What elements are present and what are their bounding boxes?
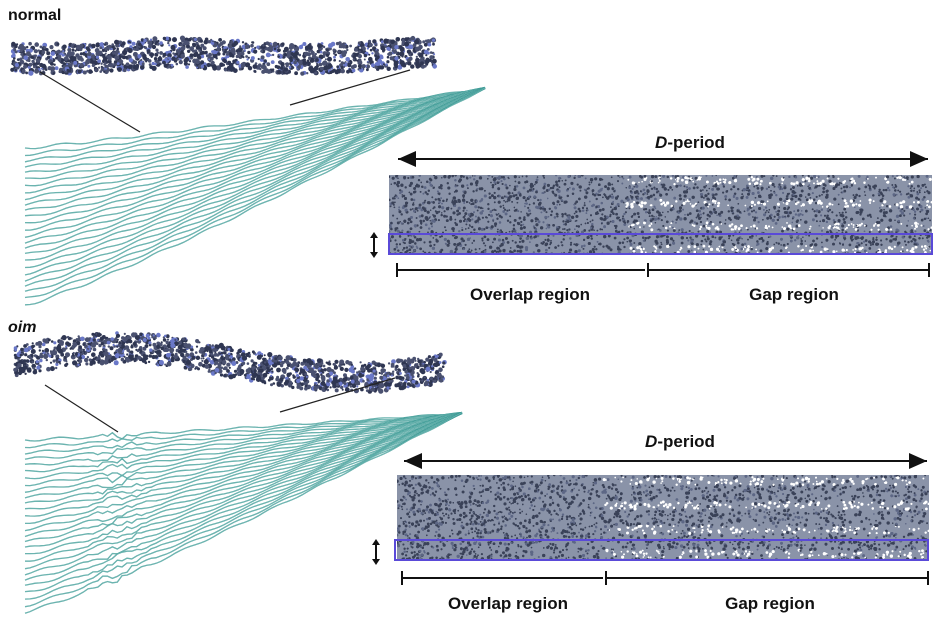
normal-panel: normal D-period Overlap region Gap regio…	[8, 7, 933, 306]
normal-overlap-bracket	[396, 263, 645, 277]
oim-gap-bracket	[605, 571, 929, 585]
oim-molecule-structure	[13, 331, 447, 394]
oim-packing-strip	[397, 475, 929, 560]
normal-height-arrow-icon	[370, 232, 378, 258]
normal-panel-label: normal	[8, 7, 61, 24]
normal-packing-strip	[389, 175, 932, 255]
normal-fibril-bundle	[24, 86, 486, 306]
oim-dperiod-label: D-period	[645, 432, 715, 451]
normal-dperiod-label: D-period	[655, 133, 725, 152]
normal-zoom-line-left	[39, 71, 141, 133]
oim-zoom-line-right	[279, 377, 396, 413]
oim-panel-label: oim	[8, 319, 36, 336]
oim-panel: oim D-period Overlap region Gap region	[8, 319, 929, 614]
normal-gap-label: Gap region	[749, 285, 839, 304]
oim-overlap-label: Overlap region	[448, 594, 568, 613]
normal-highlight-box	[388, 233, 933, 255]
oim-height-arrow-icon	[372, 539, 380, 565]
normal-overlap-label: Overlap region	[470, 285, 590, 304]
normal-gap-bracket	[647, 263, 930, 277]
oim-fibril-bundle	[24, 411, 463, 614]
normal-zoom-line-right	[289, 69, 411, 106]
oim-zoom-line-left	[44, 384, 119, 433]
oim-highlight-box	[394, 539, 929, 561]
oim-gap-label: Gap region	[725, 594, 815, 613]
normal-molecule-structure	[10, 35, 438, 76]
oim-overlap-bracket	[401, 571, 603, 585]
